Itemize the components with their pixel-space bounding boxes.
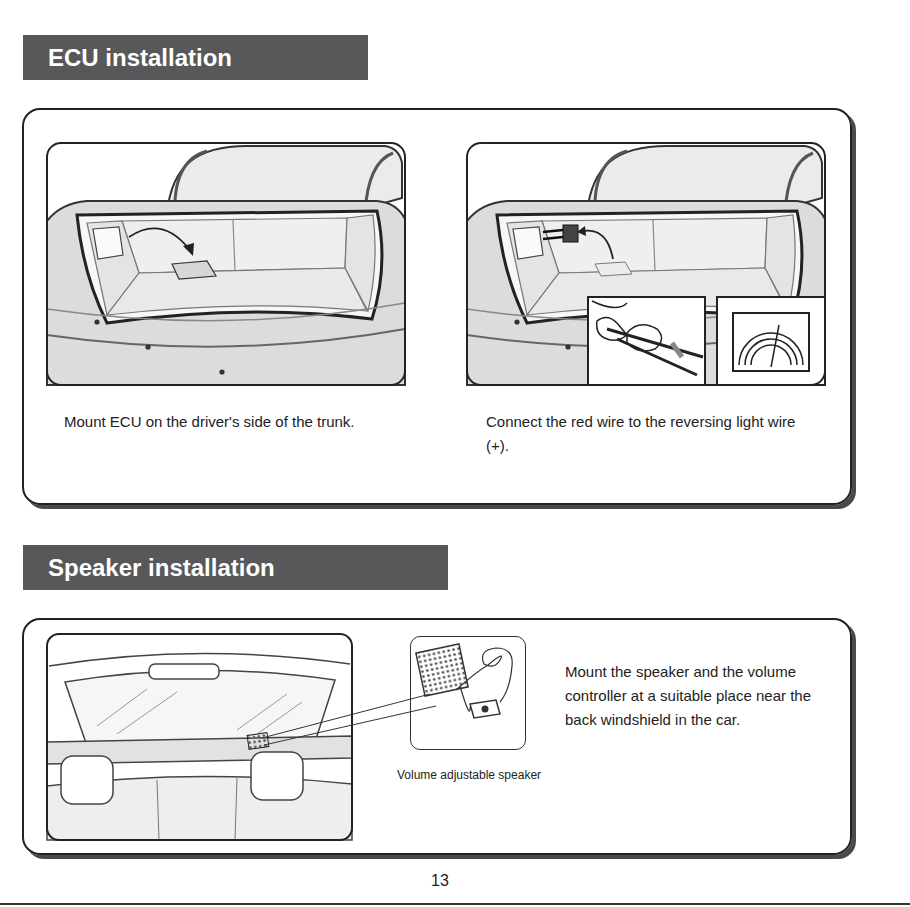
arrow-head xyxy=(183,243,194,256)
picture-bg xyxy=(467,143,825,385)
meter-scale xyxy=(739,333,803,365)
page-number: 13 xyxy=(420,872,460,890)
trunk-illustration xyxy=(467,143,825,385)
ecu-wire xyxy=(543,230,563,239)
inset-frame xyxy=(588,297,705,385)
section-title: ECU installation xyxy=(48,35,363,80)
meter-needle xyxy=(771,325,779,367)
trunk-illustration xyxy=(47,143,405,385)
move-arrow xyxy=(583,231,613,259)
speaker-inset-art xyxy=(416,644,512,718)
picture-frame xyxy=(467,143,825,385)
speaker-inset: Volume adjustable speaker xyxy=(410,636,526,750)
volume-controller xyxy=(470,700,500,718)
hand-line xyxy=(592,301,627,308)
seat-seam xyxy=(157,778,237,840)
step-panel: Mount ECU on the driver's side of the tr… xyxy=(22,108,852,505)
move-arrow xyxy=(129,228,189,249)
wire xyxy=(607,329,703,357)
ecu-outline xyxy=(595,262,632,276)
ecu-unit xyxy=(172,261,216,279)
section-heading: ECU installation xyxy=(23,35,368,80)
ecu-unit xyxy=(563,225,578,242)
headrest xyxy=(251,752,303,800)
meter-face xyxy=(733,313,809,371)
wire-join-inset xyxy=(588,297,705,385)
wire xyxy=(617,339,697,375)
back-windshield xyxy=(65,670,335,746)
meter-scale xyxy=(751,345,791,365)
step-caption: Mount ECU on the driver's side of the tr… xyxy=(64,410,434,434)
speaker-small xyxy=(247,733,269,750)
speaker-cable xyxy=(456,648,512,702)
section-title: Speaker installation xyxy=(48,545,443,590)
section-heading: Speaker installation xyxy=(23,545,448,590)
step-caption: Mount the speaker and the volume control… xyxy=(565,660,837,732)
step-caption: Connect the red wire to the reversing li… xyxy=(486,410,816,458)
picture-bg xyxy=(47,634,352,840)
brake-light xyxy=(149,664,219,679)
picture-bg xyxy=(47,143,405,385)
interior-illustration xyxy=(47,634,352,840)
picture-frame xyxy=(47,143,405,385)
headrest xyxy=(61,756,113,804)
glass-reflection xyxy=(97,689,302,734)
step-panel: Mount the speaker and the volume control… xyxy=(22,618,852,855)
part-name: Volume adjustable speaker xyxy=(379,767,559,783)
footer-rule xyxy=(0,903,910,905)
trunk-scene xyxy=(47,146,405,385)
trunk-scene xyxy=(467,146,825,385)
inset-frame xyxy=(717,297,825,385)
meter-scale xyxy=(745,339,797,365)
meter-inset xyxy=(717,297,825,385)
arrow-head xyxy=(577,226,586,236)
picture-frame xyxy=(47,634,352,840)
wire-tip xyxy=(672,343,682,357)
volume-knob xyxy=(482,706,489,713)
